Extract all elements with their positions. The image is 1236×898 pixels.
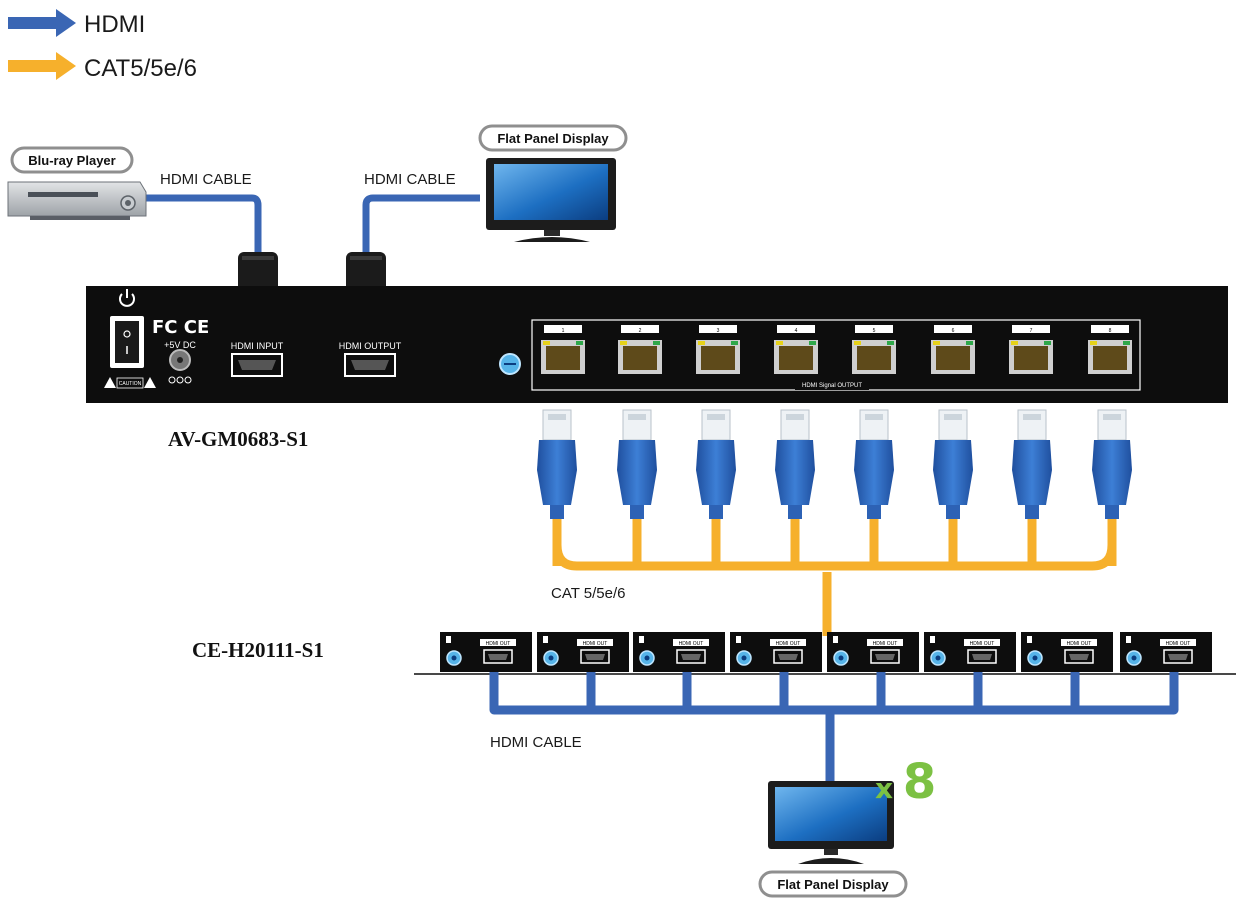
receiver-hdmi-port[interactable] [870,649,900,664]
receiver-unit: HDMI OUT [730,632,822,672]
rj45-port[interactable]: 3 [696,325,740,374]
receiver-unit: HDMI OUT [827,632,919,672]
cat-cable-bundle [552,515,1117,636]
cat-arrow-icon [8,52,76,80]
flat-panel-display-bottom: Flat Panel Display [758,781,908,898]
flat-panel-display-top: Flat Panel Display [478,124,628,242]
status-led-icon [1126,650,1142,666]
rj45-port-group: 1 2 3 4 5 6 7 8 [541,325,1132,374]
port-number: 1 [562,328,565,334]
rj45-plug-icon [775,409,815,519]
rj45-plug-icon [1092,409,1132,519]
hdmi-cable-bundle [489,672,1179,784]
hdmi-cable-right-label: HDMI CABLE [364,171,456,188]
receiver-unit: HDMI OUT [633,632,725,672]
receiver-hdmi-port[interactable] [773,649,803,664]
display-bottom-label: Flat Panel Display [777,877,889,892]
legend-cat-label: CAT5/5e/6 [84,55,197,82]
receiver-unit: HDMI OUT [440,632,532,672]
receiver-port-label: HDMI OUT [679,641,704,647]
receiver-hdmi-port[interactable] [483,649,513,664]
splitter-model-label: AV-GM0683-S1 [168,427,308,451]
hdmi-cable-bottom-label: HDMI CABLE [490,734,582,751]
hdmi-cable-left-label: HDMI CABLE [160,171,252,188]
receiver-port-label: HDMI OUT [486,641,511,647]
hdmi-arrow-icon [8,9,76,37]
hdmi-input-label: HDMI INPUT [231,341,284,351]
rj45-port[interactable]: 1 [541,325,585,374]
dc-jack [169,349,191,371]
rj45-plug-icon [854,409,894,519]
caution-icon [104,377,156,388]
cat-cable-label: CAT 5/5e/6 [551,585,626,602]
port-number: 8 [1109,328,1112,334]
display-top-label: Flat Panel Display [497,131,609,146]
rj45-plug-icon [1012,409,1052,519]
receiver-port-label: HDMI OUT [873,641,898,647]
power-spec-label: +5V DC [164,340,196,350]
receiver-unit: HDMI OUT [537,632,629,672]
power-icon [119,289,135,307]
receiver-hdmi-port[interactable] [1163,649,1193,664]
status-led-icon [930,650,946,666]
polarity-icon [168,376,192,384]
receiver-port-label: HDMI OUT [776,641,801,647]
receiver-port-label: HDMI OUT [1067,641,1092,647]
receiver-unit: HDMI OUT [1120,632,1212,672]
svg-text:FC CE: FC CE [152,317,209,338]
rj45-port[interactable]: 7 [1009,325,1053,374]
edid-knob-icon[interactable] [499,353,521,375]
rj45-plug-icon [933,409,973,519]
hdmi-output-label: HDMI OUTPUT [339,341,402,351]
status-led-icon [736,650,752,666]
port-number: 3 [717,328,720,334]
port-number: 5 [873,328,876,334]
port-number: 2 [639,328,642,334]
status-led-icon [639,650,655,666]
receiver-hdmi-port[interactable] [967,649,997,664]
caution-label: CAUTION [119,381,142,387]
multiplier-count: 8 [903,754,936,810]
receiver-hdmi-port[interactable] [580,649,610,664]
rj45-plug-icon [617,409,657,519]
hdmi-input-port[interactable] [231,353,283,377]
rj45-plug-icon [696,409,736,519]
status-led-icon [833,650,849,666]
legend: HDMI CAT5/5e/6 [8,9,197,82]
rj45-plug-icon [537,409,577,519]
receiver-hdmi-port[interactable] [1064,649,1094,664]
power-switch[interactable] [110,316,144,368]
rj45-port[interactable]: 5 [852,325,896,374]
port-number: 4 [795,328,798,334]
rj45-port[interactable]: 2 [618,325,662,374]
port-number: 6 [952,328,955,334]
port-number: 7 [1030,328,1033,334]
fc-ce-logo: FC CE [152,317,209,338]
rj45-port[interactable]: 8 [1088,325,1132,374]
status-led-icon [446,650,462,666]
multiplier-label: x 8 [875,754,936,810]
receiver-port-label: HDMI OUT [1166,641,1191,647]
receiver-model-label: CE-H20111-S1 [192,638,324,662]
receiver-unit: HDMI OUT [1021,632,1113,672]
receiver-port-label: HDMI OUT [583,641,608,647]
receiver-port-label: HDMI OUT [970,641,995,647]
receiver-hdmi-port[interactable] [676,649,706,664]
outputs-caption: HDMI Signal OUTPUT [802,383,862,389]
hdmi-output-port[interactable] [344,353,396,377]
legend-hdmi-label: HDMI [84,11,145,38]
rj45-port[interactable]: 4 [774,325,818,374]
rj45-plug-group [537,409,1132,519]
rj45-port[interactable]: 6 [931,325,975,374]
receiver-group: HDMI OUT HDMI OUT HDMI OUT HDMI OUT HDMI OUT… [440,632,1212,672]
splitter-panel: CAUTION FC CE +5V DC HDMI INPUT HDMI OUT… [86,286,1228,403]
bluray-player: Blu-ray Player [7,146,147,220]
status-led-icon [543,650,559,666]
bluray-label: Blu-ray Player [28,153,115,168]
status-led-icon [1027,650,1043,666]
receiver-unit: HDMI OUT [924,632,1016,672]
